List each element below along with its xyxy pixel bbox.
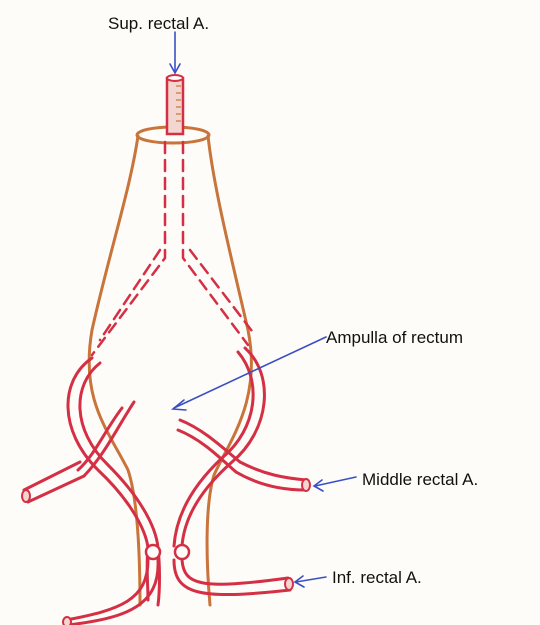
middle-rectal-pointer-arrow: [314, 477, 356, 491]
sup-rectal-label: Sup. rectal A.: [108, 15, 209, 32]
rectum-outline: [89, 127, 251, 605]
right-inferior-rectal-cut: [285, 578, 293, 590]
pointer-arrows: [170, 32, 356, 587]
inferior-rectal-label: Inf. rectal A.: [332, 569, 422, 586]
rectum-right-wall: [207, 136, 251, 605]
rectum-left-wall: [89, 136, 140, 605]
middle-rectal-label: Middle rectal A.: [362, 471, 478, 488]
left-middle-rectal-cut: [22, 490, 30, 502]
right-rectal-arteries: [174, 348, 306, 595]
right-middle-rectal-cut: [302, 479, 310, 491]
inferior-rectal-pointer-arrow: [295, 576, 326, 587]
right-anastomosis-node: [175, 545, 189, 559]
superior-rectal-trunk-cut: [167, 75, 183, 81]
left-anastomosis-node: [146, 545, 160, 559]
ampulla-label: Ampulla of rectum: [326, 329, 463, 346]
sup-rectal-pointer-arrow: [170, 32, 180, 73]
left-inferior-rectal-cut: [63, 617, 71, 625]
superior-rectal-artery: [167, 75, 183, 134]
